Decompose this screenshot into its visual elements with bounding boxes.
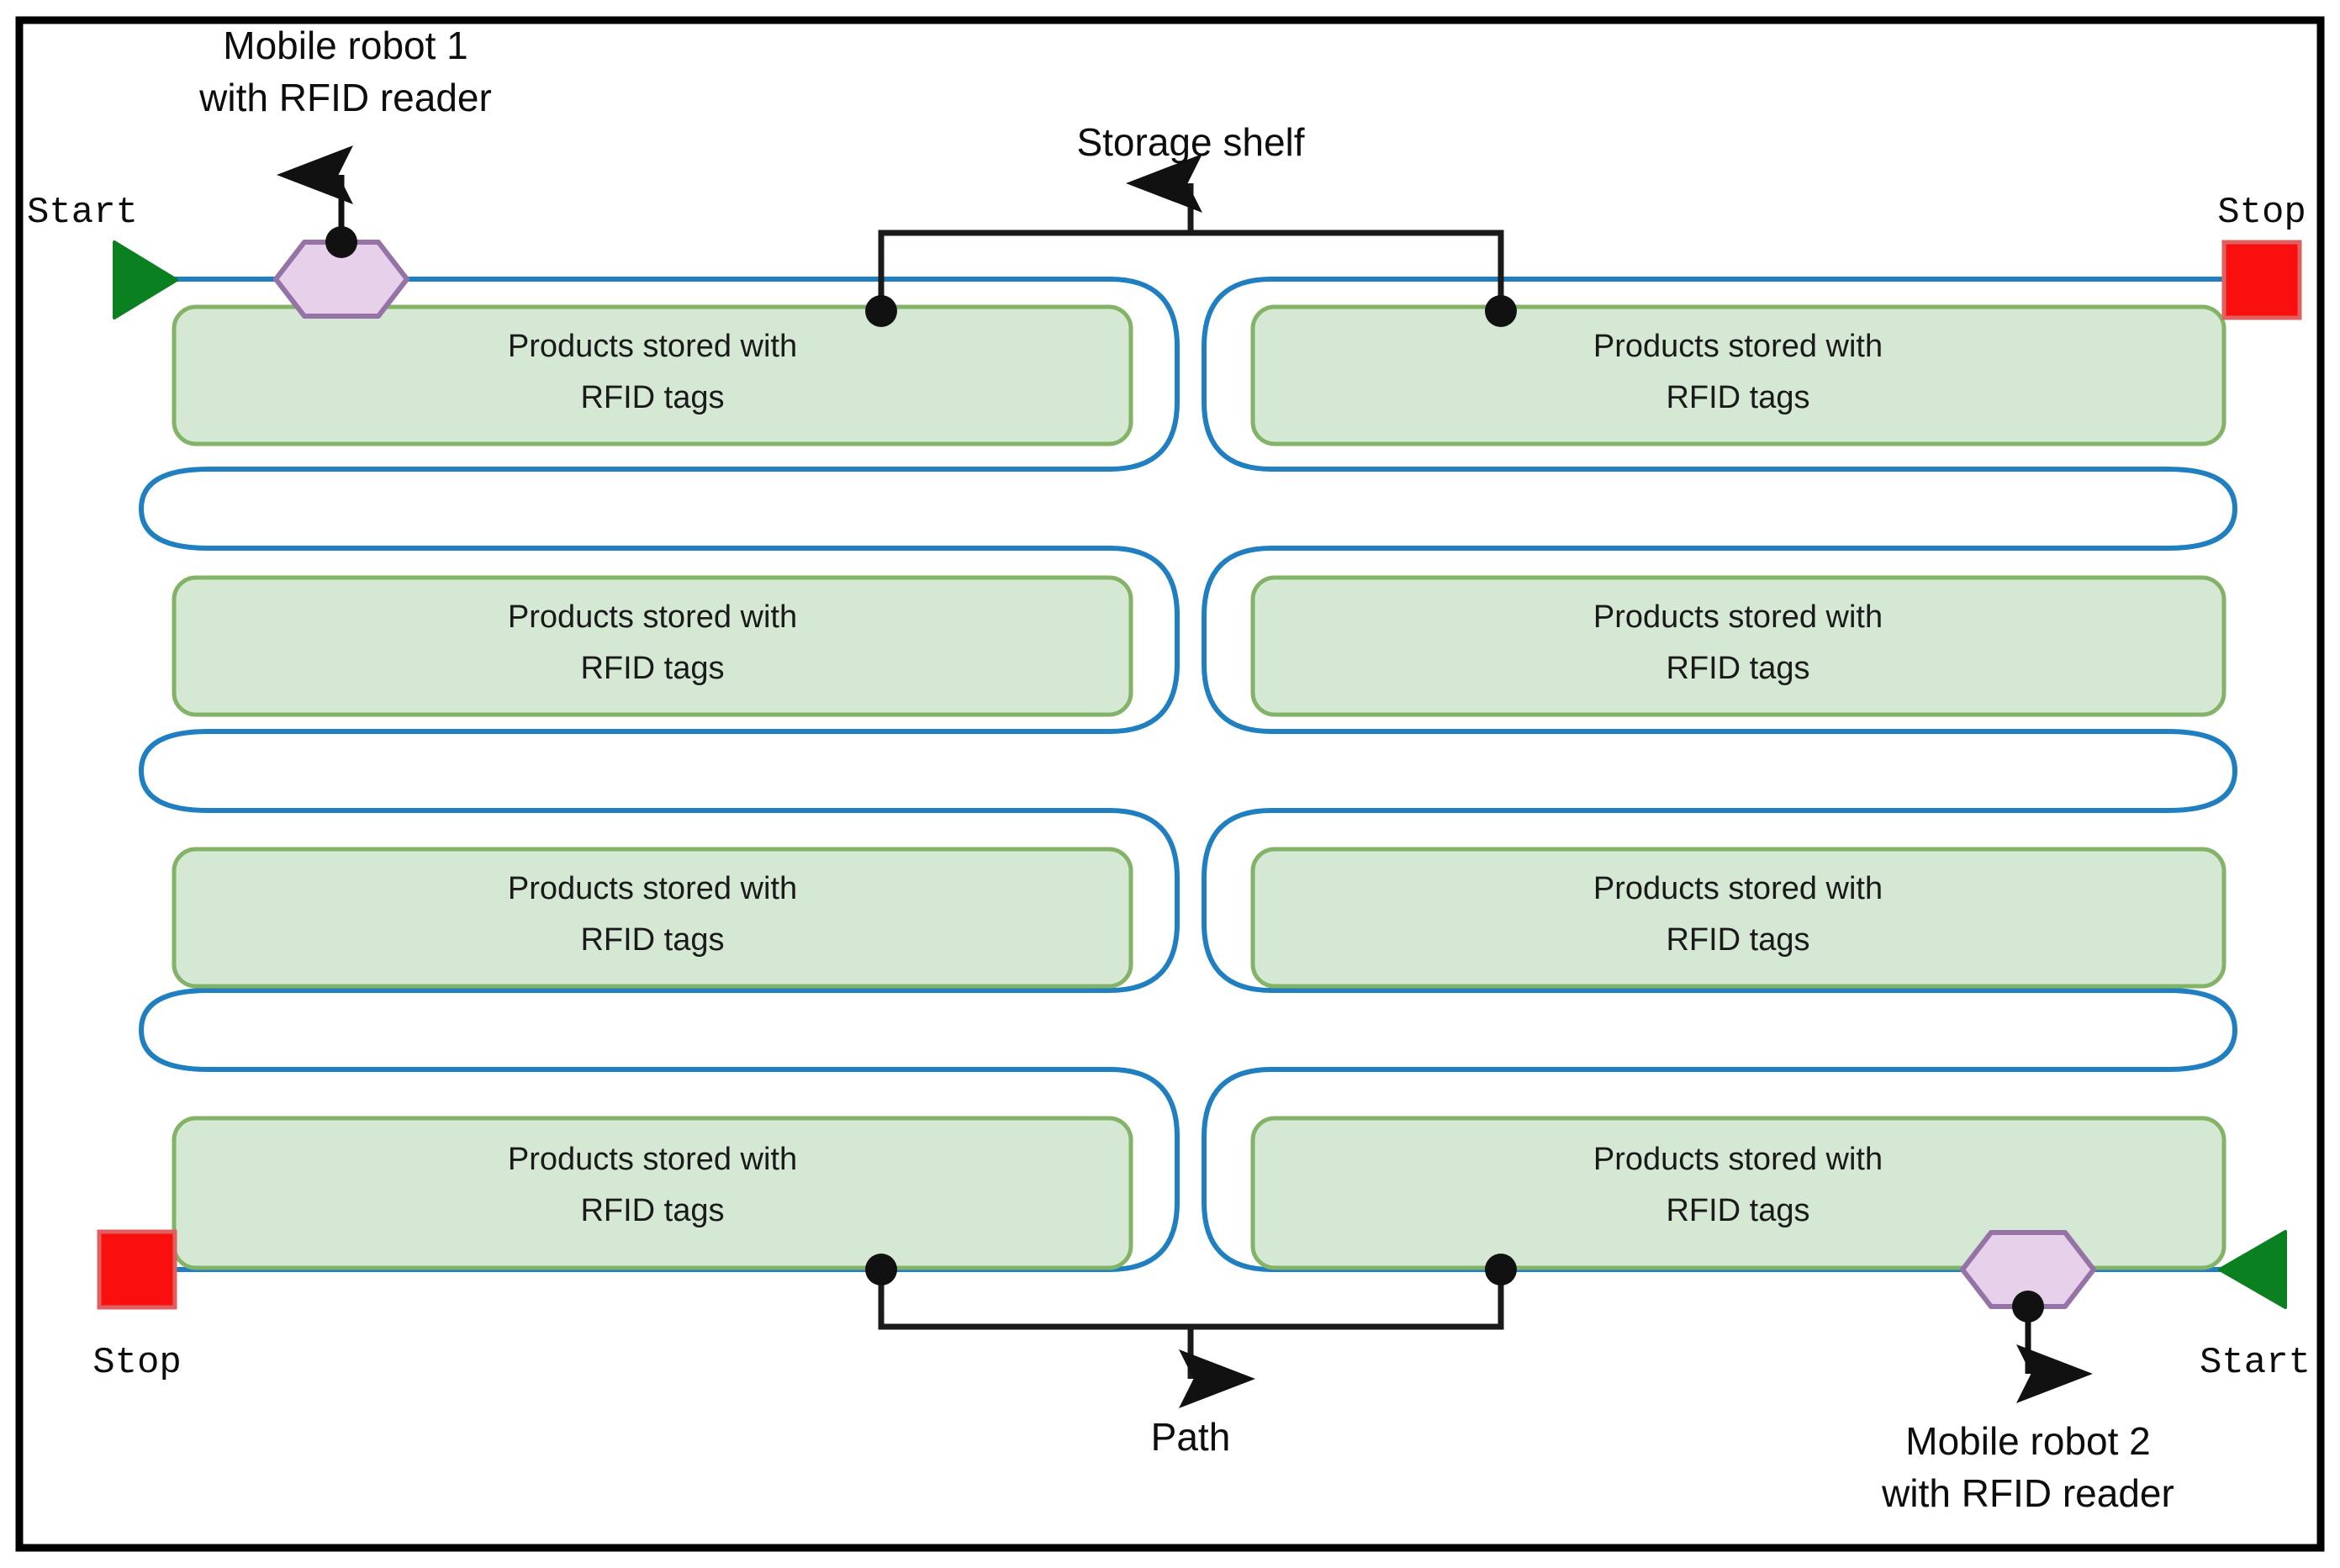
start-label: Start [2200, 1342, 2311, 1384]
shelf-label-line1: Products stored with [1593, 329, 1883, 364]
shelf-row-4: Products stored with RFID tags Products … [172, 1116, 2226, 1270]
start-label: Start [27, 192, 138, 234]
robot-hexagon-icon[interactable] [273, 240, 409, 319]
shelf-label-line2: RFID tags [1666, 651, 1809, 686]
mobile-robot-1[interactable]: Mobile robot 1 with RFID reader [198, 24, 492, 319]
storage-shelf-label: Storage shelf [1076, 120, 1304, 164]
leader-dot [865, 295, 897, 327]
path-label: Path [1151, 1415, 1231, 1459]
shelf-label-line2: RFID tags [1666, 380, 1809, 415]
stop-top-right[interactable]: Stop [2217, 192, 2306, 320]
start-triangle-icon[interactable] [113, 240, 178, 319]
shelf-label-line1: Products stored with [508, 599, 797, 635]
shelf-label-line1: Products stored with [1593, 1142, 1883, 1177]
stop-square-icon[interactable] [97, 1229, 177, 1310]
shelf-row-2: Products stored with RFID tags Products … [172, 575, 2226, 717]
start-triangle-icon[interactable] [2218, 1230, 2287, 1309]
shelf-label-line1: Products stored with [508, 871, 797, 906]
leader-dot [865, 1254, 897, 1286]
robot2-label-line1: Mobile robot 2 [1905, 1419, 2151, 1463]
shelf-label-line1: Products stored with [1593, 871, 1883, 906]
robot-hexagon-icon[interactable] [1960, 1230, 2096, 1309]
storage-shelf-callout: Storage shelf [865, 120, 1517, 327]
robot1-label-line1: Mobile robot 1 [223, 24, 468, 67]
shelf-row-1: Products stored with RFID tags Products … [172, 304, 2226, 446]
shelf-label-line2: RFID tags [1666, 922, 1809, 958]
shelf-label-line2: RFID tags [580, 922, 724, 958]
leader-dot [1485, 1254, 1517, 1286]
stop-label: Stop [2217, 192, 2306, 234]
diagram-frame [15, 16, 2325, 1552]
robot1-label-line2: with RFID reader [198, 76, 492, 119]
shelf-box [172, 847, 1133, 989]
mobile-robot-2[interactable]: Mobile robot 2 with RFID reader [1881, 1230, 2174, 1515]
shelf-box [1250, 304, 2226, 446]
robot1-path [115, 277, 1180, 1272]
shelf-label-line2: RFID tags [580, 651, 724, 686]
shelf-label-line1: Products stored with [508, 329, 797, 364]
shelf-label-line2: RFID tags [580, 380, 724, 415]
robot2-path [1202, 277, 2238, 1272]
stop-label: Stop [92, 1342, 182, 1384]
shelf-box [172, 1116, 1133, 1270]
shelf-row-3: Products stored with RFID tags Products … [172, 847, 2226, 989]
shelf-label-line2: RFID tags [1666, 1193, 1809, 1228]
robot-sensor-dot [2012, 1291, 2044, 1323]
leader-dot [1485, 295, 1517, 327]
start-bottom-right[interactable]: Start [2200, 1230, 2311, 1384]
start-top-left[interactable]: Start [27, 192, 178, 319]
stop-square-icon[interactable] [2221, 240, 2302, 320]
stop-bottom-left[interactable]: Stop [92, 1229, 182, 1384]
shelf-label-line1: Products stored with [1593, 599, 1883, 635]
robot2-label-line2: with RFID reader [1881, 1471, 2174, 1515]
shelf-box [1250, 575, 2226, 717]
shelf-box [172, 575, 1133, 717]
robot-sensor-dot [325, 226, 357, 258]
shelf-label-line2: RFID tags [580, 1193, 724, 1228]
shelf-box [172, 304, 1133, 446]
shelf-box [1250, 847, 2226, 989]
shelf-box [1250, 1116, 2226, 1270]
path-callout: Path [865, 1254, 1517, 1459]
shelf-label-line1: Products stored with [508, 1142, 797, 1177]
